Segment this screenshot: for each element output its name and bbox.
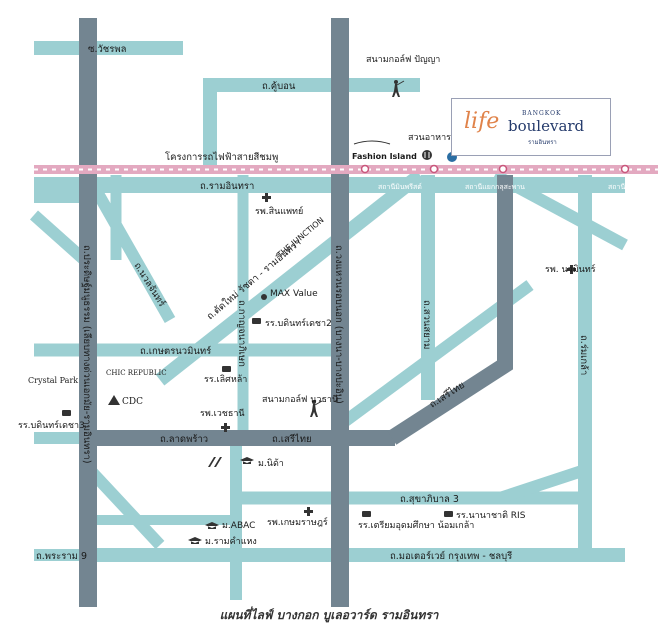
golfer-icon xyxy=(310,400,323,417)
label-cdc: CDC xyxy=(122,397,143,407)
label-hospital-vejthani: รพ.เวชธานี xyxy=(200,408,245,419)
hospital-cross-icon xyxy=(221,423,230,432)
school-icon xyxy=(444,511,453,517)
fashion-island-logo xyxy=(353,140,391,145)
label-univ-nida: ม.นิด้า xyxy=(258,458,284,469)
life-boulevard-logo: life BANGKOK boulevard รามอินทรา xyxy=(451,98,611,156)
label-hospital-sinphaet: รพ.สินแพทย์ xyxy=(255,205,303,217)
logo-boulevard-text: boulevard xyxy=(508,117,585,135)
hospital-cross-icon xyxy=(262,193,271,202)
label-golf-nawathani: สนามกอล์ฟ นวธานี xyxy=(262,393,338,405)
road-sukhaphiban-3-east xyxy=(498,464,587,504)
nida-logo-icon xyxy=(208,457,222,467)
max-value-dot-icon xyxy=(261,294,267,300)
label-max-value: MAX Value xyxy=(270,289,318,299)
label-kaset-nawamin: ถ.เกษตรนวมินทร์ xyxy=(140,345,211,357)
label-motorway: ถ.มอเตอร์เวย์ กรุงเทพ - ชลบุรี xyxy=(390,550,512,562)
station-labels: สถานีมินพรีสต์ สถานีแยกกลุสะพาน สถานีมีน… xyxy=(378,183,643,191)
map-caption: แผนที่ไลฟ์ บางกอก บูเลอวาร์ด รามอินทรา xyxy=(219,608,439,622)
label-rom-klao: ถ.ร่มเกล้า xyxy=(578,335,589,375)
golfer-icon xyxy=(392,80,405,97)
road-nawlchan-curve xyxy=(90,187,176,323)
label-outer-ring: ถ.วงแหวนรอบนอก (บางนา-บางปะอิน) xyxy=(333,245,344,404)
label-hospital-kasemrad: รพ.เกษมราษฎร์ xyxy=(267,516,328,528)
graduation-cap-icon xyxy=(205,522,219,529)
road-tad-mai xyxy=(155,169,425,386)
school-icon xyxy=(362,511,371,517)
minor-roads xyxy=(30,41,628,600)
school-icon xyxy=(222,366,231,372)
label-school-triam-nomklao: รร.เตรียมอุดมศึกษา น้อมเกล้า xyxy=(358,520,474,531)
rail-track xyxy=(34,165,658,174)
hospital-cross-icon xyxy=(567,265,576,274)
label-ramintra: ถ.รามอินทรา xyxy=(200,181,254,192)
label-ramkhamhaeng-univ: ม.รามคำแหง xyxy=(205,536,257,547)
label-lat-phrao: ถ.ลาดพร้าว xyxy=(160,434,208,445)
station-label: สถานีมินพรีสต์ xyxy=(378,183,422,191)
label-pink-line: โครงการรถไฟฟ้าสายสีชมพู xyxy=(165,151,278,163)
pink-line-rail xyxy=(34,164,658,174)
road-far-east-diag xyxy=(492,169,628,251)
label-hospital-nawamin: รพ. นวมินทร์ xyxy=(545,263,596,275)
cdc-triangle-icon xyxy=(108,395,120,405)
graduation-cap-icon xyxy=(188,537,202,544)
school-icon xyxy=(252,318,261,324)
road-seri-thai-diag xyxy=(387,175,513,445)
label-suan-siam: ถ.สวนสยาม xyxy=(421,300,432,349)
label-prasert-manukit: ถ.ประดิษฐ์มนูธรรม (เลียบทางด่วนเอกมัย-รา… xyxy=(81,245,93,464)
graduation-cap-icon xyxy=(240,457,254,464)
station-icon xyxy=(360,164,370,174)
station-label: สถานีมีนบุรี xyxy=(608,183,643,191)
major-roads xyxy=(79,18,513,607)
station-icon xyxy=(498,164,508,174)
label-crystal-park: Crystal Park xyxy=(28,376,78,385)
school-icon xyxy=(62,410,71,416)
label-school-bodin2: รร.บดินทร์เดชา2 xyxy=(265,317,332,329)
label-vacharapol: ซ.วัชรพล xyxy=(88,44,127,55)
label-kanchanaphisek: ถ.กาญจนาภิเษก xyxy=(236,300,247,367)
label-ris: รร.นานาชาติ RIS xyxy=(456,510,526,521)
label-school-bodin3: รร.บดินทร์เดชา3 xyxy=(18,419,85,431)
label-chic-republic: CHIC REPUBLIC xyxy=(106,369,167,377)
label-khubon: ถ.คู้บอน xyxy=(262,81,296,92)
landmark-icons xyxy=(62,80,576,544)
logo-life-text: life xyxy=(464,109,500,134)
logo-bangkok-text: BANGKOK xyxy=(522,110,562,117)
label-nawamin-diag: ถ.นวลจันทร์ xyxy=(131,260,168,309)
label-golf-panya: สนามกอล์ฟ ปัญญา xyxy=(366,53,440,65)
label-phra-ram-9: ถ.พระราม 9 xyxy=(36,551,87,562)
label-seri-thai: ถ.เสรีไทย xyxy=(272,433,312,445)
label-abac: ม.ABAC xyxy=(222,521,255,531)
label-sukhaphiban-3: ถ.สุขาภิบาล 3 xyxy=(400,494,459,505)
label-fashion-island: Fashion Island xyxy=(352,152,417,161)
station-icon xyxy=(429,164,439,174)
station-icon xyxy=(620,164,630,174)
label-school-laemsak: รร.เลิศหล้า xyxy=(204,374,247,385)
road-south-diag xyxy=(85,465,165,550)
restaurant-icon xyxy=(422,150,432,160)
logo-sub-text: รามอินทรา xyxy=(528,139,557,146)
station-label: สถานีแยกกลุสะพาน xyxy=(465,183,525,191)
hospital-cross-icon xyxy=(304,507,313,516)
